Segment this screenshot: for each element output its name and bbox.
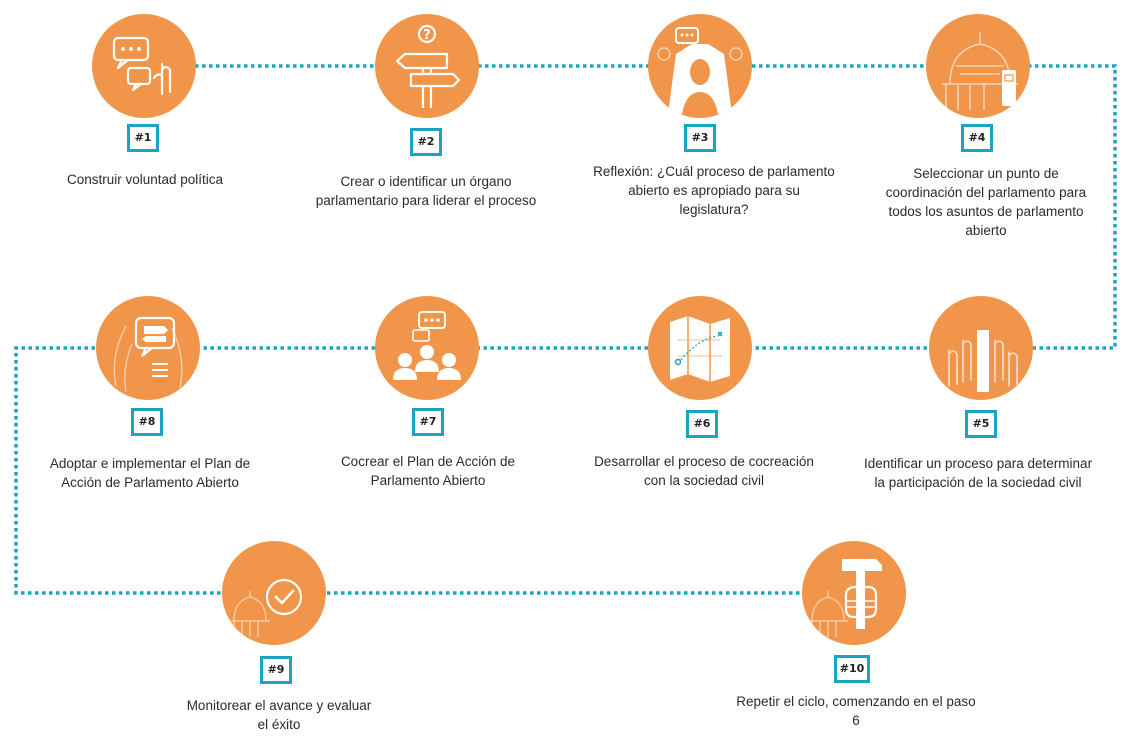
step-8-label: Adoptar e implementar el Plan de Acción … — [49, 456, 251, 490]
step-7-badge: #7 — [412, 408, 444, 436]
step-9-label: Monitorear el avance y evaluar el éxito — [186, 698, 372, 732]
step-8-circle — [96, 296, 200, 400]
plan-signpost-icon — [113, 316, 183, 393]
step-2-label: Crear o identificar un órgano parlamenta… — [315, 174, 537, 208]
step-3-badge: #3 — [684, 124, 716, 152]
svg-text:?: ? — [423, 28, 431, 43]
hammer-hand-icon — [808, 559, 882, 637]
group-speech-icon — [393, 311, 461, 380]
step-4-circle — [926, 14, 1030, 118]
step-9-badge: #9 — [260, 656, 292, 684]
step-6-badge: #6 — [686, 410, 718, 438]
step-4-badge: #4 — [961, 124, 993, 152]
thinking-person-icon — [657, 27, 743, 114]
step-1-badge: #1 — [127, 124, 159, 152]
step-3-circle — [648, 14, 752, 118]
map-icon — [670, 316, 730, 382]
step-2-badge: #2 — [410, 128, 442, 156]
capitol-dome-icon — [942, 32, 1018, 110]
step-5-circle — [929, 296, 1033, 400]
step-1-circle — [92, 14, 196, 118]
step-5-label: Identificar un proceso para determinar l… — [863, 456, 1093, 490]
step-9-circle — [222, 541, 326, 645]
step-2-circle: ? — [375, 14, 479, 118]
step-5-badge: #5 — [965, 410, 997, 438]
speech-bubbles-hand-icon — [112, 36, 172, 96]
step-7-label: Cocrear el Plan de Acción de Parlamento … — [340, 454, 516, 488]
step-6-circle — [648, 296, 752, 400]
connector-8-9 — [14, 346, 222, 595]
checkmark-capitol-icon — [230, 578, 303, 637]
step-7-circle — [375, 296, 479, 400]
raised-hands-icon — [948, 330, 1018, 392]
signpost-question-icon: ? — [395, 24, 461, 108]
step-10-label: Repetir el ciclo, comenzando en el paso … — [736, 694, 976, 728]
connector-4-5 — [1028, 64, 1117, 350]
step-4-label: Seleccionar un punto de coordinación del… — [885, 166, 1087, 238]
step-3-label: Reflexión: ¿Cuál proceso de parlamento a… — [593, 164, 835, 217]
step-1-label: Construir voluntad política — [66, 172, 224, 187]
step-8-badge: #8 — [131, 408, 163, 436]
step-10-circle — [802, 541, 906, 645]
step-10-badge: #10 — [834, 655, 870, 683]
step-6-label: Desarrollar el proceso de cocreación con… — [594, 454, 814, 488]
